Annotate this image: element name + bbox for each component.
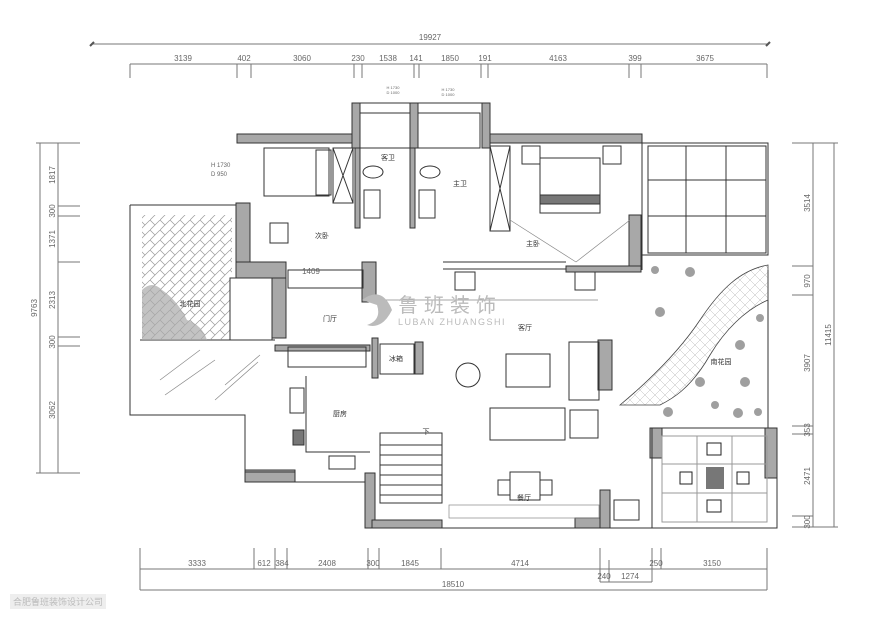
dim-top-total: 19927 [419, 33, 442, 42]
dim-bottom-total: 18510 [442, 580, 465, 589]
window-note-left-d: D 950 [211, 172, 228, 178]
dim-left-total: 9763 [30, 299, 39, 317]
dim-bottom-2: 384 [275, 559, 289, 568]
label-stairs-down: 下 [423, 428, 430, 436]
label-foyer: 门厅 [323, 314, 337, 323]
dim-left-2: 1371 [48, 230, 57, 248]
dim-bottom-8: 1274 [621, 572, 639, 581]
brand-logo-icon [362, 294, 392, 326]
dim-bottom-1: 612 [257, 559, 271, 568]
dim-top-5: 141 [409, 54, 423, 63]
dim-left-3: 2313 [48, 291, 57, 309]
dim-right-5: 300 [803, 515, 812, 529]
dim-right-4: 2471 [803, 467, 812, 485]
dim-top-2: 3060 [293, 54, 311, 63]
dim-top-9: 399 [628, 54, 642, 63]
dim-bottom-4: 300 [366, 559, 380, 568]
watermark-en: LUBAN ZHUANGSHI [398, 317, 506, 327]
left-dimensions: 1817 300 1371 2313 300 3062 9763 [30, 142, 80, 474]
window-note-top1-h: H 1730 [387, 85, 401, 90]
dim-right-0: 3514 [803, 194, 812, 212]
dim-left-1: 300 [48, 204, 57, 218]
dim-top-1: 402 [237, 54, 251, 63]
dim-left-4: 300 [48, 335, 57, 349]
dim-bottom-0: 3333 [188, 559, 206, 568]
dim-bottom-3: 2408 [318, 559, 336, 568]
furniture [263, 112, 640, 521]
label-guest-bath: 客卫 [381, 153, 395, 162]
label-dining: 餐厅 [517, 493, 531, 502]
dim-right-2: 3907 [803, 354, 812, 372]
dim-bottom-7: 240 [597, 572, 611, 581]
dim-bottom-9: 250 [649, 559, 663, 568]
dim-top-7: 191 [478, 54, 492, 63]
watermark-cn: 鲁班装饰 [398, 293, 502, 317]
right-dimensions: 3514 970 3907 353 2471 300 11415 [792, 142, 838, 529]
sunroom-glass [647, 145, 767, 254]
window-note-top2-d: D 1000 [442, 92, 456, 97]
south-garden-area [618, 264, 769, 418]
north-garden-area [142, 215, 273, 341]
label-north-garden: 北花园 [180, 299, 201, 308]
dim-right-total: 11415 [824, 324, 833, 346]
bottom-dimensions: 3333 612 384 2408 300 1845 4714 240 1274… [139, 548, 768, 591]
label-south-garden: 南花园 [711, 357, 732, 366]
dim-top-10: 3675 [696, 54, 714, 63]
dim-left-5: 3062 [48, 401, 57, 419]
dim-top-8: 4163 [549, 54, 567, 63]
dim-right-3: 353 [803, 423, 812, 437]
dim-top-6: 1850 [441, 54, 459, 63]
label-second-bedroom: 次卧 [315, 231, 329, 240]
dim-bottom-10: 3150 [703, 559, 721, 568]
dim-corridor: 1409 [302, 267, 320, 276]
dim-top-3: 230 [351, 54, 365, 63]
footer-credit: 合肥鲁班装饰设计公司 [10, 594, 107, 609]
window-note-top2-h: H 1730 [442, 87, 456, 92]
dim-right-1: 970 [803, 274, 812, 288]
dim-left-0: 1817 [48, 166, 57, 184]
window-note-left-h: H 1730 [211, 163, 231, 169]
label-living-room: 客厅 [518, 323, 532, 332]
dim-bottom-5: 1845 [401, 559, 419, 568]
glass-canopy [159, 349, 261, 401]
tea-table [661, 435, 768, 523]
top-dimensions: 19927 3139 402 3060 230 1538 141 1850 19… [89, 33, 771, 78]
window-note-top1-d: D 1000 [387, 90, 401, 95]
dim-top-4: 1538 [379, 54, 397, 63]
label-fridge: 冰箱 [389, 354, 403, 363]
label-kitchen: 厨房 [333, 409, 347, 418]
dim-top-0: 3139 [174, 54, 192, 63]
brand-watermark: 鲁班装饰 LUBAN ZHUANGSHI [362, 293, 506, 327]
label-master-bath: 主卫 [453, 179, 467, 188]
dim-bottom-6: 4714 [511, 559, 529, 568]
label-master-bedroom: 主卧 [526, 239, 540, 248]
room-labels: 次卧 客卫 主卫 主卧 北花园 门厅 客厅 冰箱 厨房 餐厅 南花园 下 [180, 153, 732, 502]
